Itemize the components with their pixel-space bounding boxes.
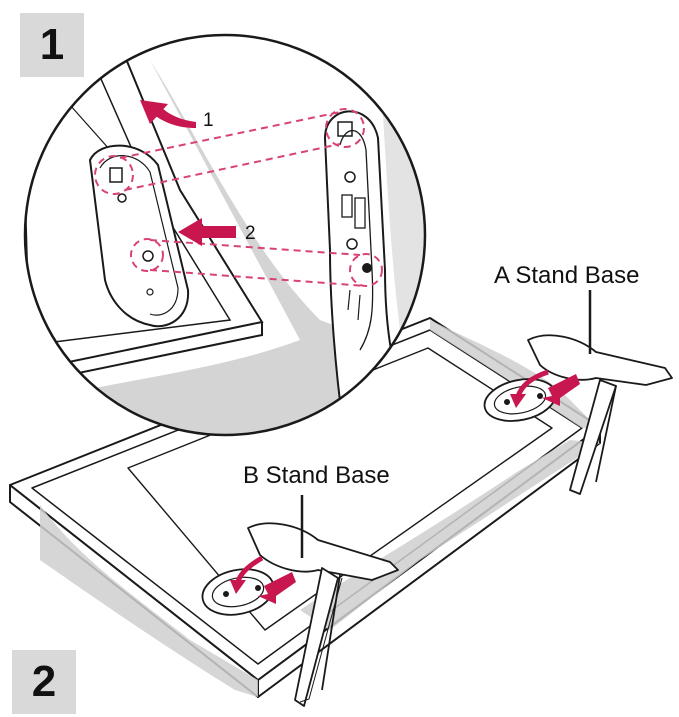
arrow-a-curved [515, 369, 549, 398]
dashed-guides [94, 108, 383, 287]
a-stand-base-label: A Stand Base [494, 262, 640, 289]
a-stand-base [483, 334, 673, 495]
zoom-arrows [140, 100, 236, 246]
highlight-top-tv [94, 155, 134, 195]
highlight-top-stand [325, 108, 365, 148]
arrow-b-curved [235, 555, 264, 583]
step-1-badge: 1 [20, 13, 84, 77]
b-stand-base [201, 522, 399, 707]
insert-arrows [230, 369, 580, 604]
highlight-bottom-tv [130, 238, 164, 272]
arrow-b-straight [258, 572, 296, 604]
b-stand-base-label: B Stand Base [243, 462, 390, 489]
arrow-a-straight [542, 374, 580, 406]
tv-mount-slot [88, 144, 190, 328]
step-2-badge: 2 [12, 650, 76, 714]
arrow-1 [150, 106, 196, 128]
callout-2-label: 2 [245, 223, 256, 244]
arrow-2 [178, 218, 236, 246]
callout-1-label: 1 [203, 110, 214, 131]
